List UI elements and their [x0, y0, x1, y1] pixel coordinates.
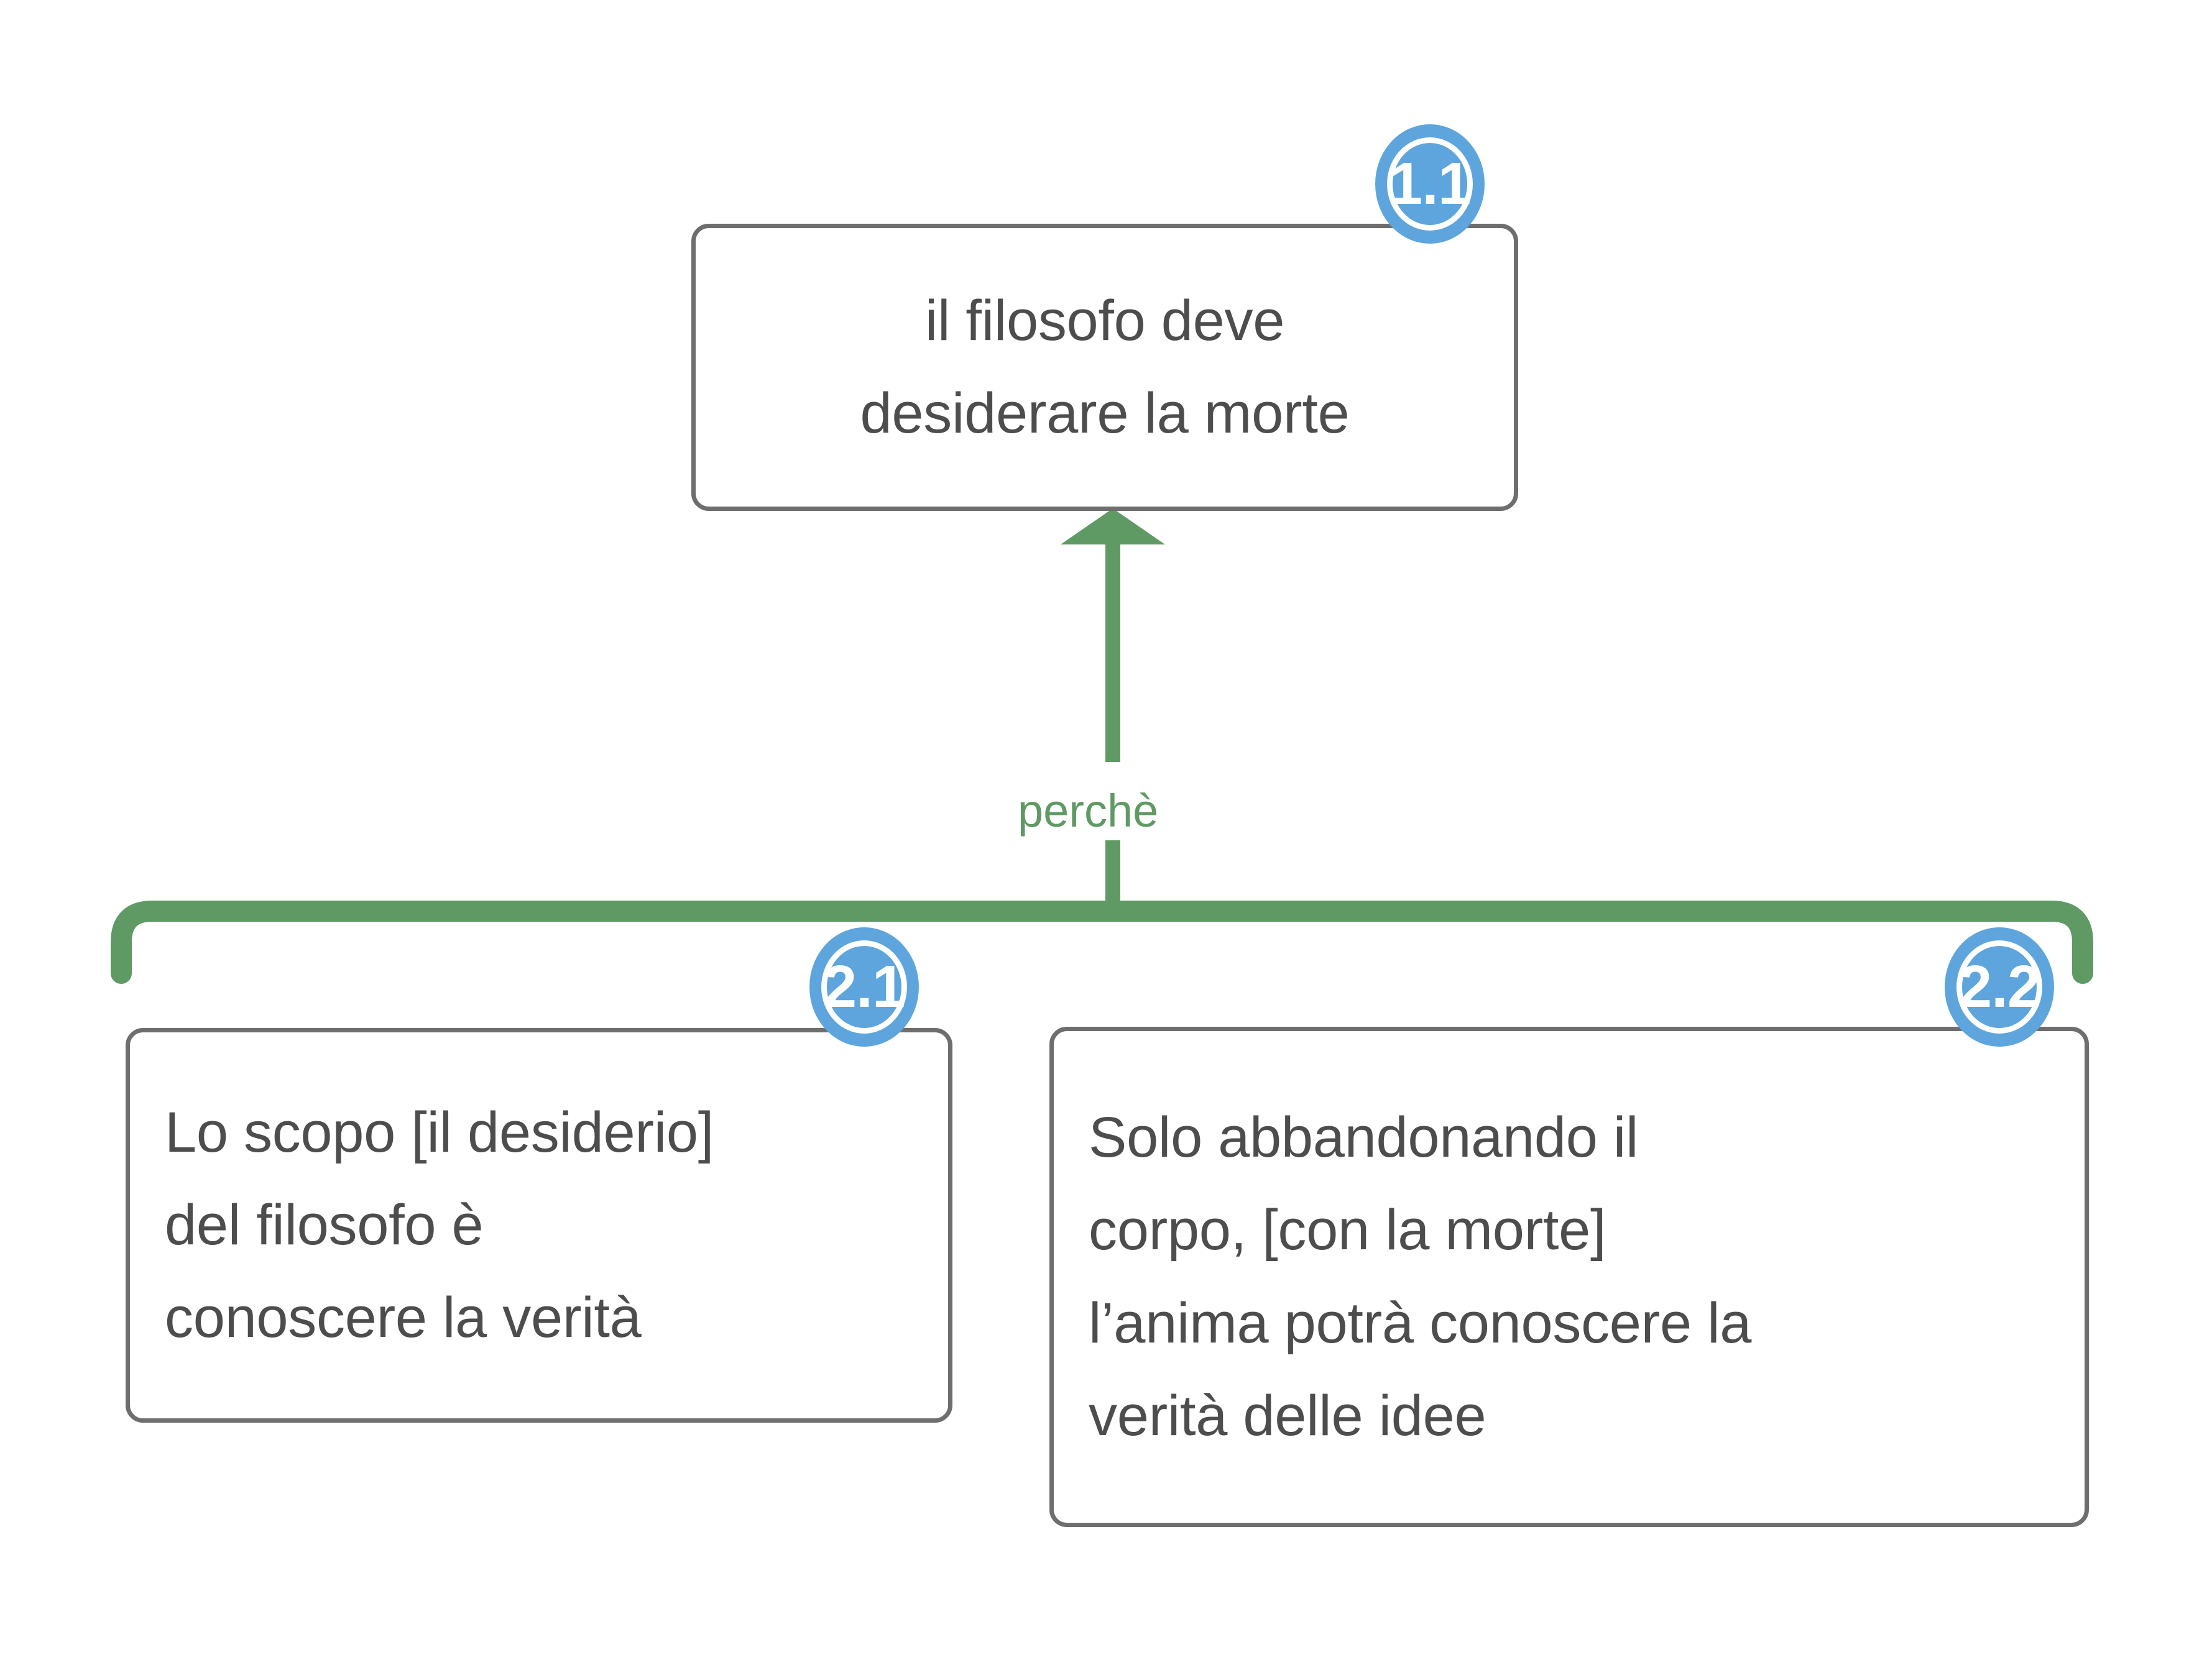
node-2-2[interactable]: Solo abbandonando il corpo, [con la mort… — [1049, 1027, 2089, 1527]
node-2-1-text: Lo scopo [il desiderio] del filosofo è c… — [165, 1100, 714, 1350]
node-badge-1-1[interactable]: 1.1 — [1375, 124, 1485, 244]
node-2-1[interactable]: Lo scopo [il desiderio] del filosofo è c… — [126, 1028, 952, 1423]
node-1-1[interactable]: il filosofo deve desiderare la morte — [691, 224, 1518, 511]
node-badge-2-1-label: 2.1 — [823, 953, 905, 1020]
edge-label-perche: perchè — [1007, 782, 1170, 840]
node-badge-2-2-label: 2.2 — [1958, 953, 2040, 1020]
node-2-2-text: Solo abbandonando il corpo, [con la mort… — [1089, 1106, 1752, 1448]
arrowhead-icon — [1061, 508, 1165, 544]
node-badge-2-1[interactable]: 2.1 — [809, 927, 919, 1047]
node-badge-2-2[interactable]: 2.2 — [1945, 927, 2054, 1047]
bracket-connector — [111, 901, 2093, 984]
node-badge-1-1-label: 1.1 — [1389, 150, 1471, 217]
node-1-1-text: il filosofo deve desiderare la morte — [860, 288, 1350, 445]
